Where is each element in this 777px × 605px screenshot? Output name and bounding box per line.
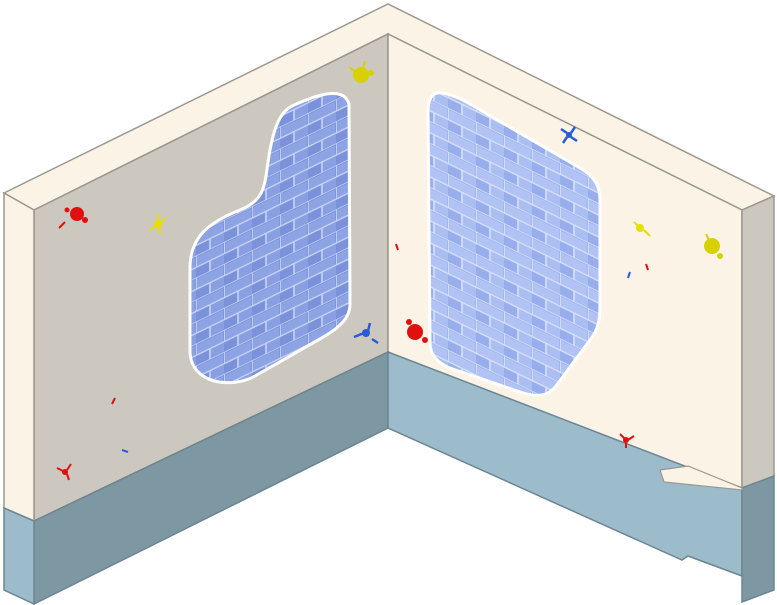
splat-icon [348,60,374,83]
splat-icon [353,322,379,345]
splat-icon [406,319,428,343]
splat-icon [619,433,635,448]
splat-icon [58,207,88,229]
brick-hole-right [426,91,602,397]
brick-hole-left [188,91,352,385]
baseboard [3,350,775,605]
splat-icon [149,213,167,235]
splat-icon [56,463,72,481]
splat-icon [633,221,651,237]
splat-icon [704,233,723,259]
splat-icon [560,126,578,144]
paint-splats [56,60,723,481]
